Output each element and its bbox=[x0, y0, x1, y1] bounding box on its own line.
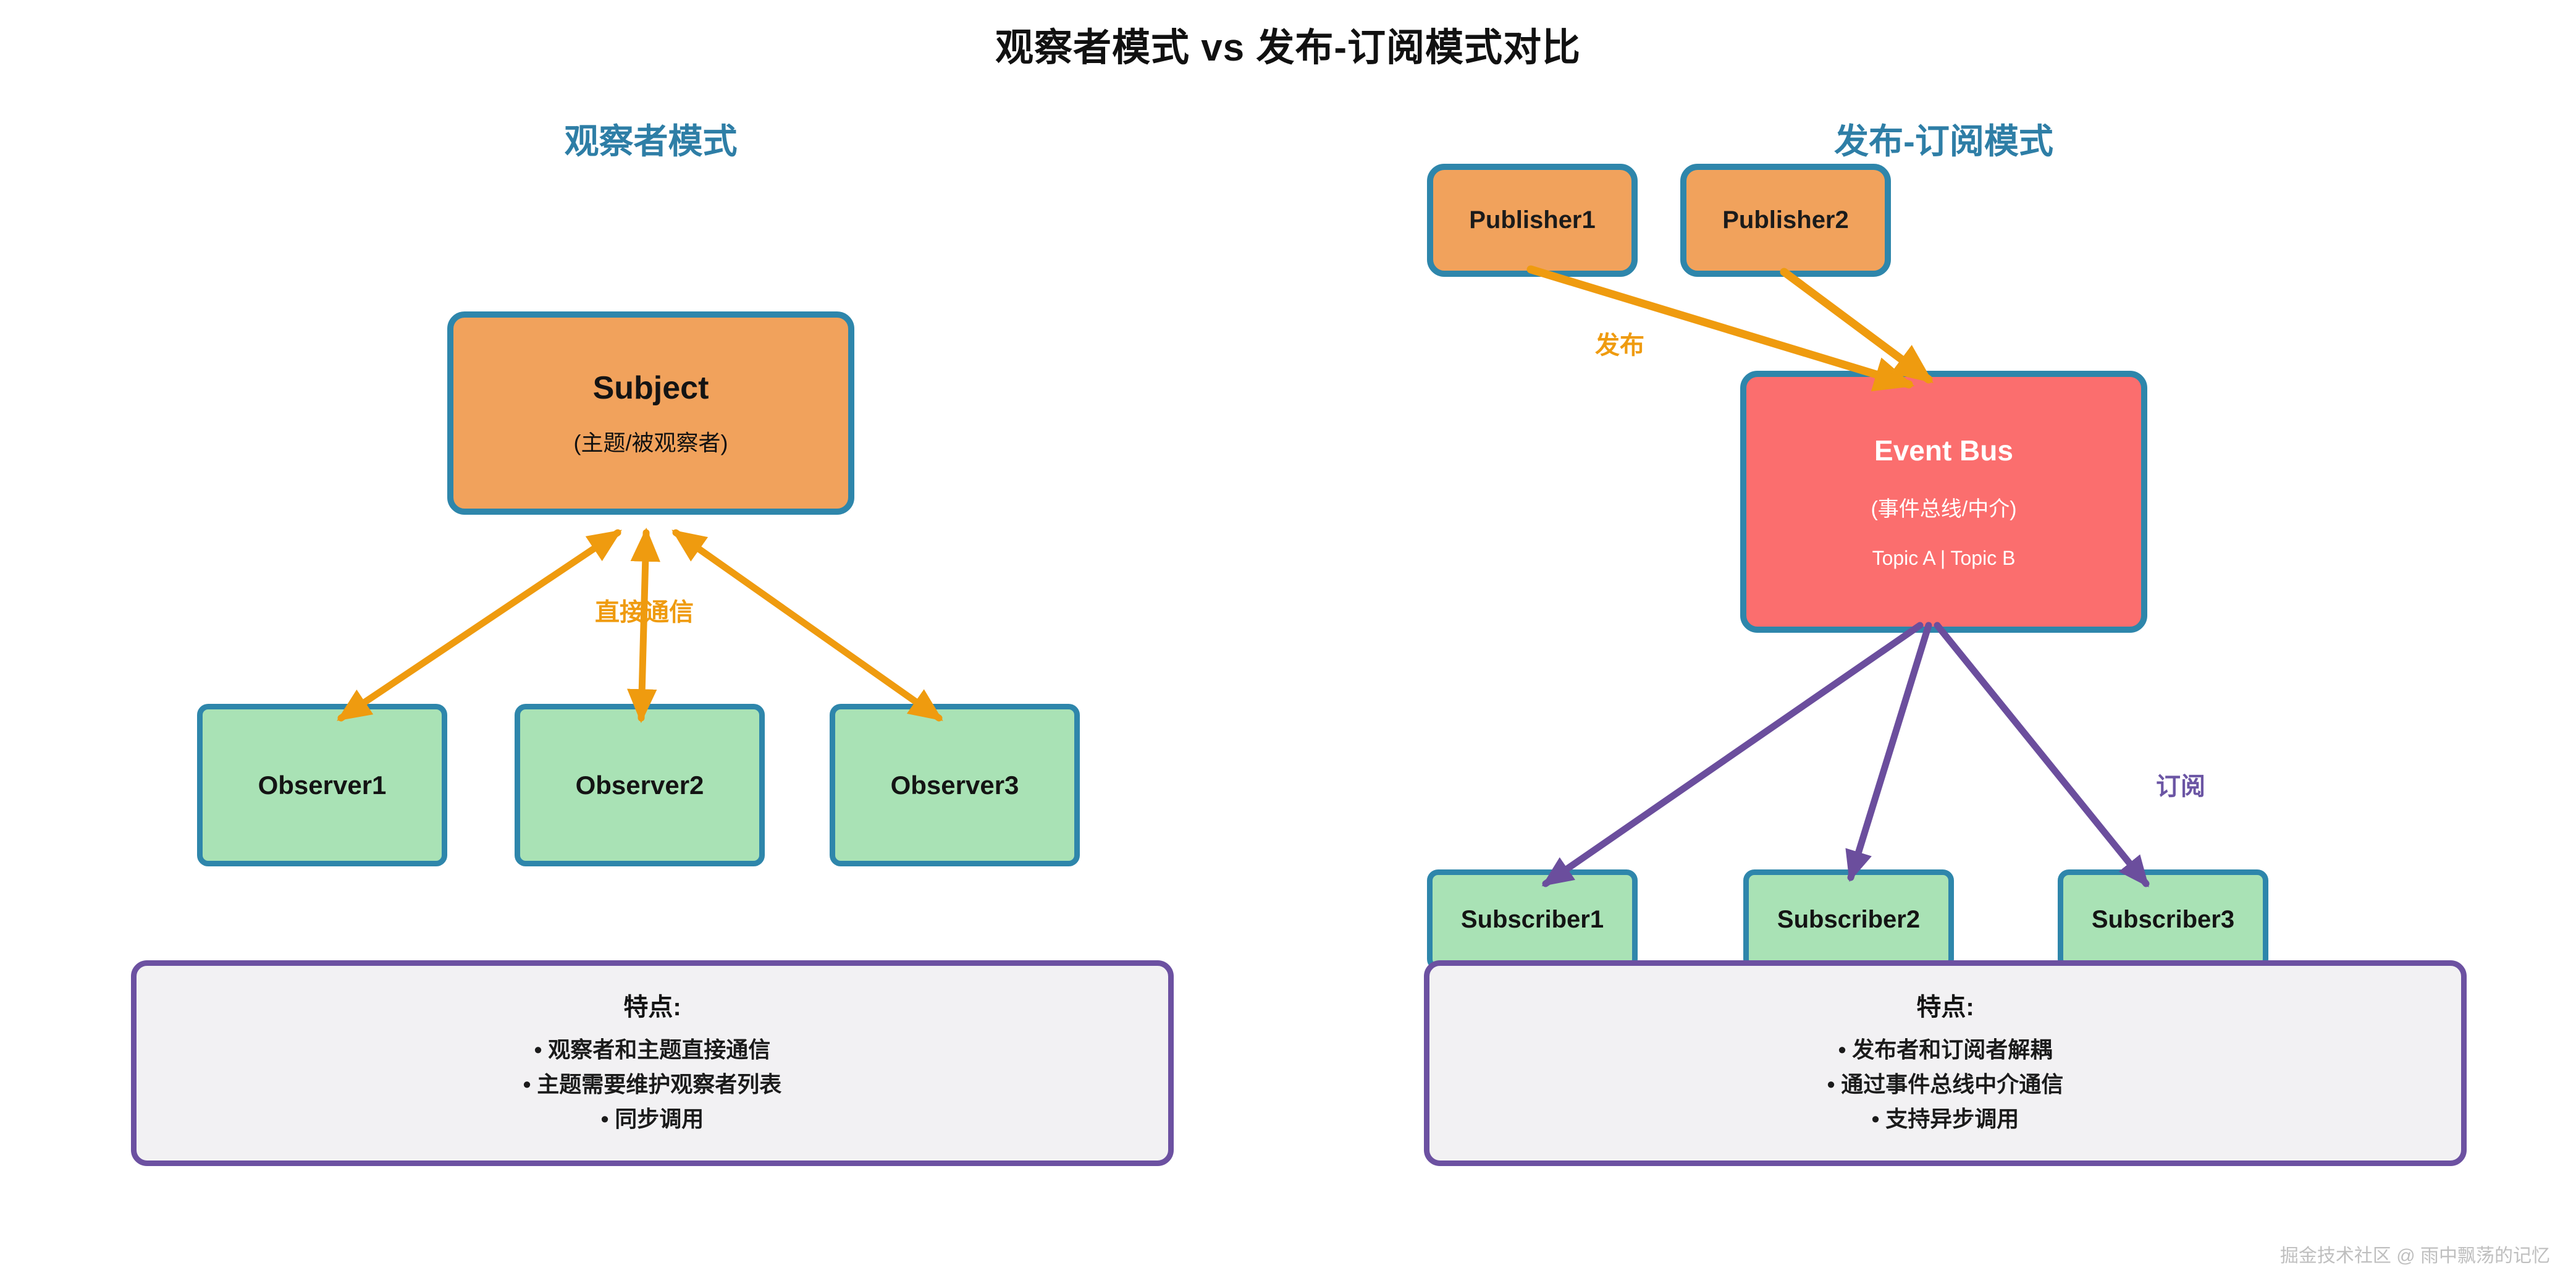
pubsub-features-title: 特点: bbox=[1916, 994, 1974, 1021]
watermark: 掘金技术社区 @ 雨中飘荡的记忆 bbox=[2279, 1246, 2550, 1266]
observer-features-box: 特点: • 观察者和主题直接通信 • 主题需要维护观察者列表 • 同步调用 bbox=[131, 960, 1174, 1166]
publisher2-box: Publisher2 bbox=[1680, 164, 1891, 277]
observer2-label: Observer2 bbox=[575, 770, 704, 800]
subscriber3-label: Subscriber3 bbox=[2091, 906, 2235, 933]
event-bus-topics: Topic A | Topic B bbox=[1872, 547, 2016, 569]
observer-feature-item: • 同步调用 bbox=[600, 1106, 704, 1131]
event-bus-title: Event Bus bbox=[1874, 434, 2013, 467]
observer3-label: Observer3 bbox=[890, 770, 1019, 800]
pubsub-feature-item: • 发布者和订阅者解耦 bbox=[1838, 1037, 2053, 1062]
pubsub-feature-item: • 通过事件总线中介通信 bbox=[1827, 1072, 2064, 1097]
observer-features-title: 特点: bbox=[623, 994, 681, 1021]
observer3-box: Observer3 bbox=[830, 704, 1080, 866]
eventbus-subscriber3-arrow bbox=[1934, 622, 2150, 887]
direct-communication-label: 直接通信 bbox=[595, 599, 694, 626]
subscribe-label: 订阅 bbox=[2156, 773, 2205, 800]
pubsub-section-title: 发布-订阅模式 bbox=[1834, 122, 2053, 161]
subscriber1-label: Subscriber1 bbox=[1460, 906, 1604, 933]
publish-label: 发布 bbox=[1595, 332, 1644, 359]
observer2-box: Observer2 bbox=[515, 704, 765, 866]
publisher1-label: Publisher1 bbox=[1469, 206, 1596, 234]
subject-title: Subject bbox=[592, 370, 709, 406]
publisher2-label: Publisher2 bbox=[1722, 206, 1849, 234]
event-bus-subtitle: (事件总线/中介) bbox=[1871, 497, 2017, 521]
pubsub-feature-item: • 支持异步调用 bbox=[1871, 1106, 2019, 1131]
publisher2-eventbus-arrow bbox=[1780, 268, 1934, 384]
subject-box: Subject (主题/被观察者) bbox=[447, 311, 854, 515]
eventbus-subscriber1-arrow bbox=[1541, 622, 1924, 887]
observer-feature-item: • 主题需要维护观察者列表 bbox=[523, 1072, 782, 1097]
pubsub-features-box: 特点: • 发布者和订阅者解耦 • 通过事件总线中介通信 • 支持异步调用 bbox=[1424, 960, 2467, 1166]
subject-subtitle: (主题/被观察者) bbox=[573, 429, 728, 455]
event-bus-box: Event Bus (事件总线/中介) Topic A | Topic B bbox=[1740, 371, 2147, 633]
observer1-label: Observer1 bbox=[258, 770, 387, 800]
publisher1-box: Publisher1 bbox=[1427, 164, 1638, 277]
subscriber2-label: Subscriber2 bbox=[1777, 906, 1921, 933]
subscriber1-box: Subscriber1 bbox=[1427, 869, 1638, 970]
observer-feature-item: • 观察者和主题直接通信 bbox=[534, 1037, 771, 1062]
page-title: 观察者模式 vs 发布-订阅模式对比 bbox=[995, 27, 1581, 69]
observer1-box: Observer1 bbox=[197, 704, 447, 866]
eventbus-subscriber2-arrow bbox=[1845, 622, 1932, 882]
subscriber2-box: Subscriber2 bbox=[1743, 869, 1954, 970]
observer-section-title: 观察者模式 bbox=[564, 122, 738, 161]
subscriber3-box: Subscriber3 bbox=[2058, 869, 2268, 970]
